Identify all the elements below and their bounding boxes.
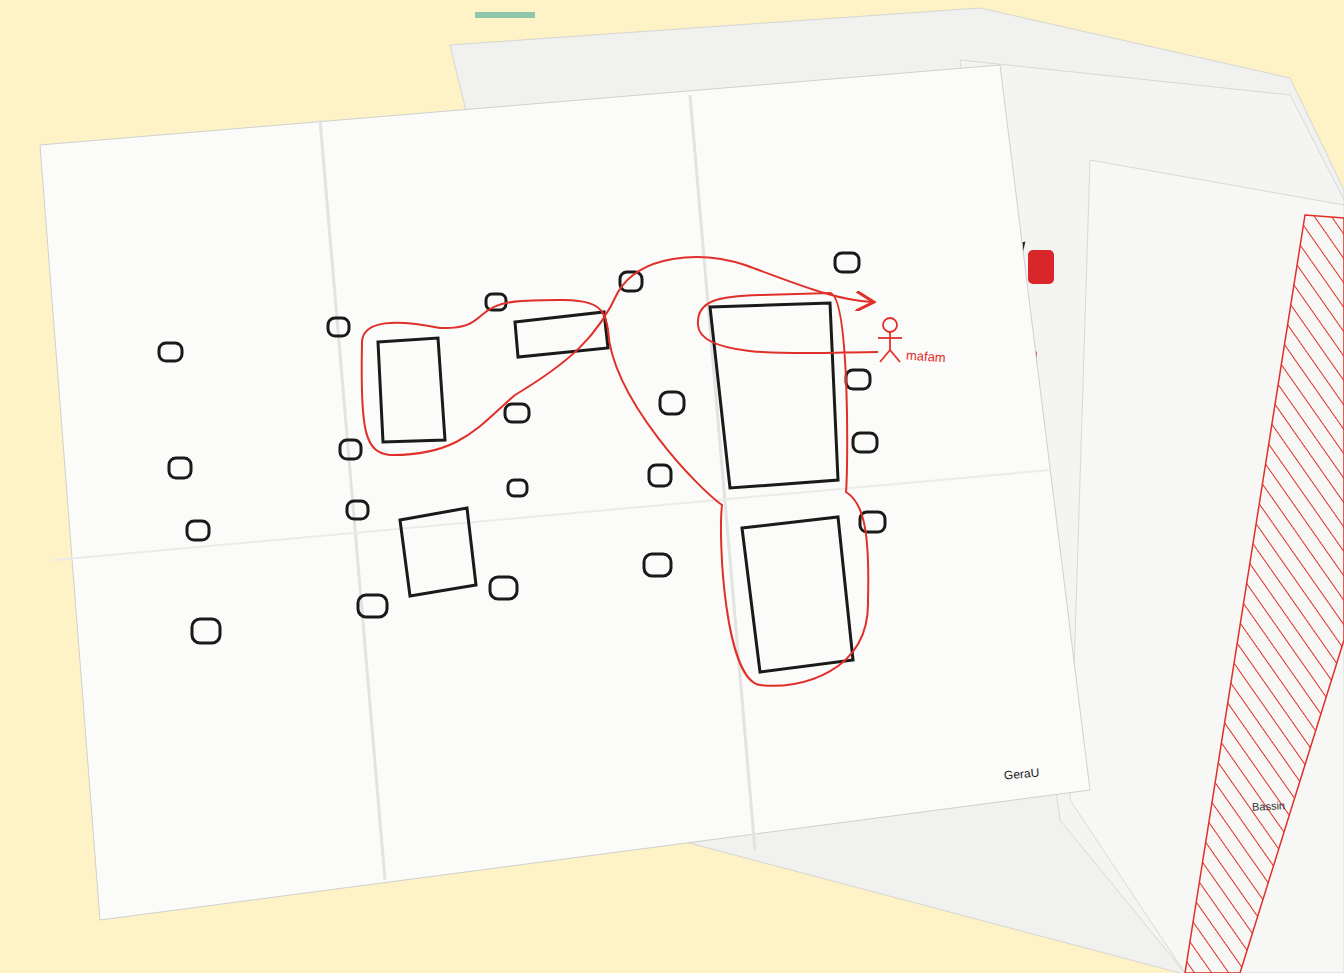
figure-label: mafam	[906, 349, 947, 366]
sheet-label: Bassin	[1252, 799, 1286, 813]
